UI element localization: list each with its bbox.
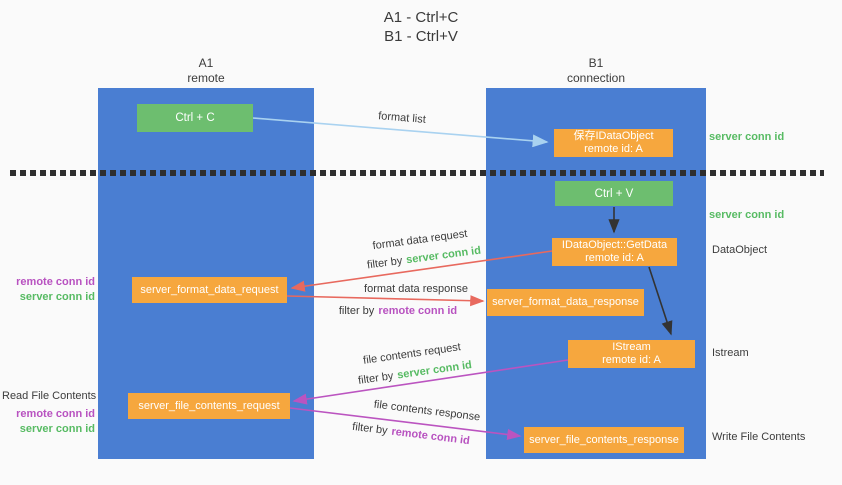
- node-istream-line1: IStream: [612, 341, 651, 353]
- diagram-title: A1 - Ctrl+C B1 - Ctrl+V: [0, 8, 842, 46]
- annotation-dataobject: DataObject: [712, 244, 768, 256]
- lane-b1-role: connection: [566, 71, 626, 85]
- annotation-server-conn-id-left-top: server conn id: [19, 291, 95, 303]
- node-istream-line2: remote id: A: [602, 354, 661, 366]
- filter-by-text: filter by: [357, 370, 395, 387]
- node-getdata-line1: IDataObject::GetData: [561, 239, 668, 251]
- annotation-server-conn-id-mid: server conn id: [709, 209, 785, 221]
- lane-a1-role: remote: [187, 71, 225, 85]
- annotation-remote-conn-id-bottom: remote conn id: [16, 408, 95, 420]
- node-file-request-label: server_file_contents_request: [138, 399, 280, 412]
- annotation-server-conn-id-top: server conn id: [709, 131, 785, 143]
- title-line-1: A1 - Ctrl+C: [383, 9, 459, 26]
- label-file-contents-response: file contents response: [373, 398, 481, 424]
- annotation-read-file-contents: Read File Contents: [2, 390, 97, 402]
- annotation-write-file-contents: Write File Contents: [712, 431, 806, 443]
- node-istream: IStream remote id: A: [568, 340, 695, 368]
- node-getdata-line2: remote id: A: [585, 252, 644, 264]
- annotation-server-conn-id-left-bottom: server conn id: [19, 423, 95, 435]
- server-conn-id-token: server conn id: [405, 244, 482, 267]
- remote-conn-id-token: remote conn id: [378, 305, 458, 317]
- annotation-remote-conn-id-top: remote conn id: [16, 276, 95, 288]
- node-ctrl-v-label: Ctrl + V: [594, 187, 634, 200]
- filter-by-text: filter by: [338, 305, 375, 317]
- lane-a1-name: A1: [198, 56, 214, 70]
- lane-b1-name: B1: [588, 56, 604, 70]
- node-idataobject-getdata: IDataObject::GetData remote id: A: [552, 238, 677, 266]
- label-format-data-response: format data response: [364, 283, 468, 295]
- node-save-idataobject: 保存IDataObject remote id: A: [554, 129, 673, 157]
- node-server-file-contents-request: server_file_contents_request: [128, 393, 290, 419]
- lane-a1-header: A1 remote: [106, 56, 306, 86]
- node-ctrl-c: Ctrl + C: [137, 104, 253, 132]
- node-ctrl-c-label: Ctrl + C: [175, 112, 215, 124]
- node-server-format-data-response: server_format_data_response: [487, 289, 644, 316]
- node-server-format-data-request: server_format_data_request: [132, 277, 287, 303]
- node-format-request-label: server_format_data_request: [140, 283, 279, 296]
- title-line-2: B1 - Ctrl+V: [384, 28, 458, 45]
- server-conn-id-token: server conn id: [396, 359, 473, 382]
- node-save-idataobject-line1: 保存IDataObject: [573, 130, 654, 142]
- arrow-format-data-response: [286, 295, 485, 307]
- node-save-idataobject-line2: remote id: A: [584, 143, 643, 155]
- remote-conn-id-token: remote conn id: [390, 425, 471, 448]
- filter-by-text: filter by: [366, 254, 404, 272]
- label-format-list: format list: [377, 110, 427, 126]
- node-file-response-label: server_file_contents_response: [529, 433, 679, 446]
- node-ctrl-v: Ctrl + V: [555, 181, 673, 206]
- node-server-file-contents-response: server_file_contents_response: [524, 427, 684, 453]
- node-format-response-label: server_format_data_response: [492, 296, 639, 308]
- lane-b1-header: B1 connection: [496, 56, 696, 86]
- annotation-istream: Istream: [712, 347, 749, 359]
- dashed-separator-line: [10, 170, 824, 176]
- filter-by-text: filter by: [351, 420, 389, 438]
